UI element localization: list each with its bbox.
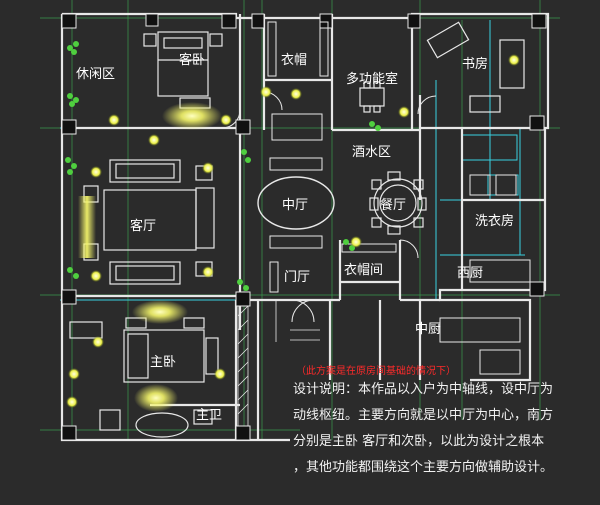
design-description: 设计说明：本作品以入户为中轴线，设中厅为 动线枢纽。主要方向就是以中厅为中心，南… [293, 377, 593, 481]
label-guest-bedroom: 客卧 [179, 53, 206, 68]
label-central-hall: 中厅 [282, 198, 309, 213]
label-cloak-room-2: 衣帽间 [344, 263, 384, 278]
label-dining: 餐厅 [380, 198, 407, 213]
red-note: （此方案是在原房间基础的情况下） [296, 366, 456, 377]
bath-fixtures [99, 409, 213, 438]
pillars [61, 13, 547, 441]
label-laundry: 洗衣房 [475, 214, 515, 229]
dining-table [369, 171, 427, 235]
study-furniture [426, 21, 525, 113]
label-master-bath: 主卫 [196, 408, 223, 423]
label-chinese-kitchen: 中厨 [415, 322, 442, 337]
cloak-shelves [267, 21, 397, 293]
label-master-bedroom: 主卧 [150, 355, 177, 370]
label-foyer: 门厅 [284, 270, 311, 285]
description-line-4: ，其他功能都围绕这个主要方向做辅助设计。 [293, 460, 554, 475]
label-western-kitchen: 西厨 [457, 266, 484, 281]
label-cloakroom: 衣帽 [281, 53, 308, 68]
label-study: 书房 [462, 57, 489, 72]
plants [65, 41, 381, 291]
master-bed [69, 317, 219, 383]
guest-bed [143, 31, 223, 109]
label-water-bar: 酒水区 [352, 145, 392, 160]
label-living: 客厅 [130, 219, 157, 234]
light-washes [78, 102, 222, 412]
description-line-3: 分别是主卧 客厅和次卧，以此为设计之根本 [293, 434, 545, 449]
description-line-1: 设计说明：本作品以入户为中轴线，设中厅为 [293, 382, 554, 397]
description-line-2: 动线枢纽。主要方向就是以中厅为中心，南方 [293, 408, 554, 423]
hatched-wall [237, 305, 249, 427]
living-furniture [83, 159, 215, 285]
multipurpose-furniture [359, 81, 385, 113]
lamps [66, 54, 520, 408]
entry-steps [275, 300, 320, 342]
central-hall-oval [257, 176, 335, 230]
door-swings [221, 91, 437, 323]
service-fixtures [439, 174, 531, 375]
label-multipurpose: 多功能室 [346, 72, 399, 87]
label-leisure: 休闲区 [76, 67, 116, 82]
